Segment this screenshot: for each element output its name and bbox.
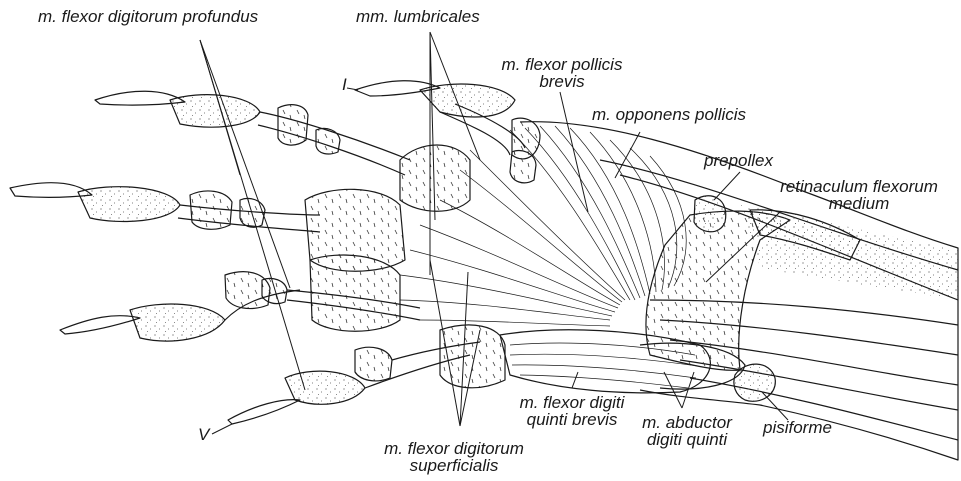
carpal-block-quinti (440, 325, 505, 388)
pisiforme-bone (734, 364, 775, 401)
label-lumbricales: mm. lumbricales (356, 8, 480, 25)
label-superficialis-line1: m. flexor digitorum (364, 440, 544, 457)
label-abductor-digiti-quinti: m. abductor digiti quinti (632, 414, 742, 448)
label-pisiforme: pisiforme (763, 419, 832, 436)
digit-5-pad (285, 371, 365, 404)
digit-2-phalanx-b (316, 128, 340, 154)
label-flexor-pollicis-brevis: m. flexor pollicis brevis (494, 56, 630, 90)
carpal-block-lower (310, 255, 400, 331)
label-flexor-digiti-quinti-brevis-line2: quinti brevis (498, 411, 646, 428)
digit-4-claw (60, 316, 140, 334)
digit-5-phalanx (355, 347, 392, 381)
digit-4-pad (130, 304, 225, 341)
label-flexor-pollicis-brevis-line2: brevis (494, 73, 630, 90)
label-digit-five: V (198, 426, 209, 443)
label-flexor-digitorum-superficialis: m. flexor digitorum superficialis (364, 440, 544, 474)
label-superficialis-line2: superficialis (364, 457, 544, 474)
label-opponens-pollicis: m. opponens pollicis (592, 106, 746, 123)
digit-2-phalanx-a (278, 105, 308, 145)
digit-2-pad (170, 95, 260, 127)
label-flexor-digitorum-profundus: m. flexor digitorum profundus (38, 8, 258, 25)
digit-5-claw (228, 400, 300, 424)
label-flexor-digiti-quinti-brevis-line1: m. flexor digiti (498, 394, 646, 411)
label-abductor-digiti-quinti-line1: m. abductor (632, 414, 742, 431)
label-retinaculum-line2: medium (760, 195, 958, 212)
label-flexor-pollicis-brevis-line1: m. flexor pollicis (494, 56, 630, 73)
label-abductor-digiti-quinti-line2: digiti quinti (632, 431, 742, 448)
label-digit-one: I (342, 76, 347, 93)
label-prepollex: prepollex (704, 152, 773, 169)
sesamoid-thumb-2 (510, 151, 536, 183)
label-retinaculum-flexorum-medium: retinaculum flexorum medium (760, 178, 958, 212)
digit-3-pad (78, 187, 180, 222)
digit-4-phalanx (262, 278, 287, 303)
label-retinaculum-line1: retinaculum flexorum (760, 178, 958, 195)
label-flexor-digiti-quinti-brevis: m. flexor digiti quinti brevis (498, 394, 646, 428)
